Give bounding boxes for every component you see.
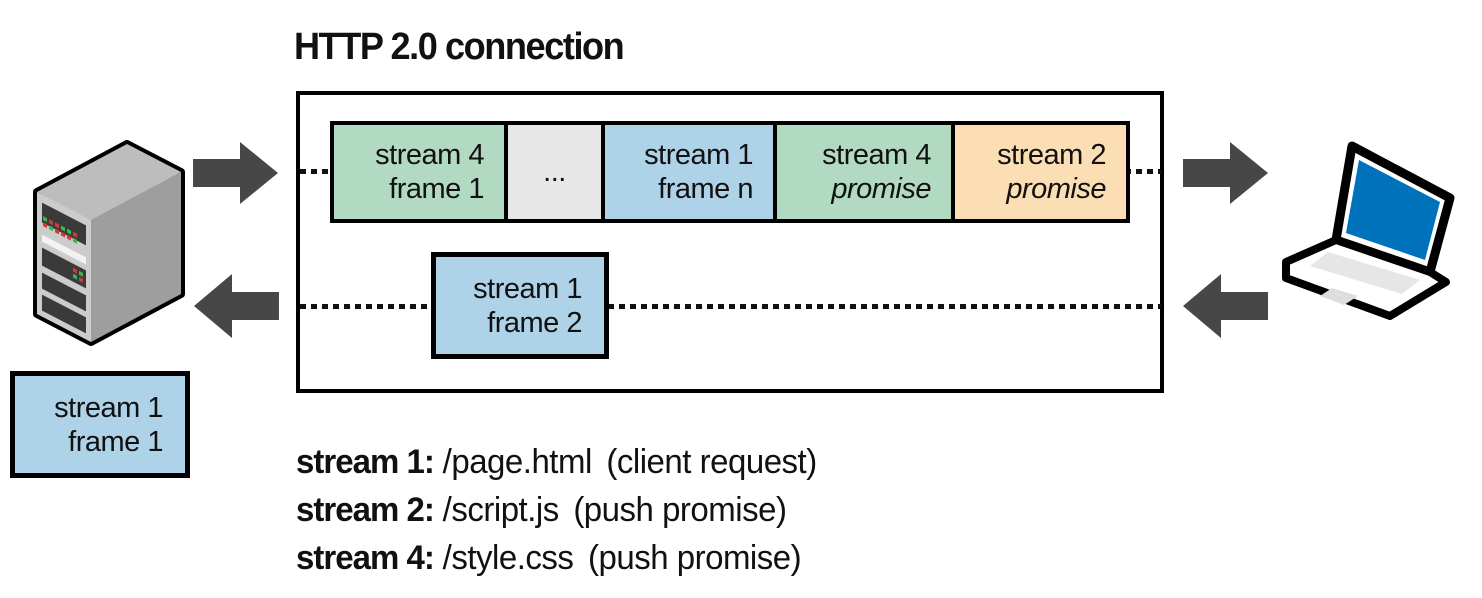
frame-stream4-frame1: stream 4 frame 1 (330, 121, 508, 223)
frame-label: stream 4 (375, 139, 484, 171)
frame-label: promise (831, 173, 931, 205)
right-arrow-icon (193, 142, 278, 204)
frame-label: stream 1 (54, 391, 163, 424)
legend-stream2: stream 2:/script.js (push promise) (296, 486, 817, 534)
legend-note: (push promise) (573, 491, 787, 529)
frame-label: frame n (658, 173, 753, 205)
frame-label: frame 1 (68, 425, 163, 458)
frame-label: frame 1 (389, 173, 484, 205)
legend-note: (client request) (606, 443, 817, 481)
frame-label: ... (543, 156, 566, 188)
frame-label: stream 1 (473, 272, 582, 305)
frame-stream4-promise: stream 4 promise (773, 121, 955, 223)
frame-label: promise (1006, 173, 1106, 205)
legend-value: /script.js (442, 491, 560, 529)
left-arrow-icon (1183, 274, 1268, 338)
stream-legend: stream 1:/page.html (client request) stre… (296, 438, 817, 582)
left-arrow-icon (194, 274, 279, 338)
legend-stream1: stream 1:/page.html (client request) (296, 438, 817, 486)
diagram-title: HTTP 2.0 connection (294, 26, 625, 68)
legend-value: /style.css (442, 539, 574, 577)
frame-label: stream 2 (997, 139, 1106, 171)
frame-stream1-frame2: stream 1 frame 2 (431, 252, 609, 359)
frame-stream1-frame1: stream 1 frame 1 (10, 371, 190, 478)
legend-note: (push promise) (587, 539, 802, 577)
frame-label: stream 1 (644, 139, 753, 171)
legend-label: stream 4: (296, 539, 435, 577)
legend-label: stream 2: (296, 491, 435, 529)
server-icon (25, 130, 193, 358)
frame-stream2-promise: stream 2 promise (951, 121, 1130, 223)
frame-sequence: stream 4 frame 1 ... stream 1 frame n st… (330, 121, 1130, 223)
legend-value: /page.html (442, 443, 593, 481)
legend-stream4: stream 4:/style.css (push promise) (296, 534, 817, 582)
frame-label: stream 4 (822, 139, 931, 171)
right-arrow-icon (1183, 142, 1268, 204)
legend-label: stream 1: (296, 443, 435, 481)
frame-label: frame 2 (487, 306, 582, 339)
response-flow-dotted-line (300, 304, 1161, 309)
frame-stream1-frameN: stream 1 frame n (601, 121, 777, 223)
laptop-icon (1278, 140, 1468, 348)
frame-ellipsis: ... (504, 121, 605, 223)
